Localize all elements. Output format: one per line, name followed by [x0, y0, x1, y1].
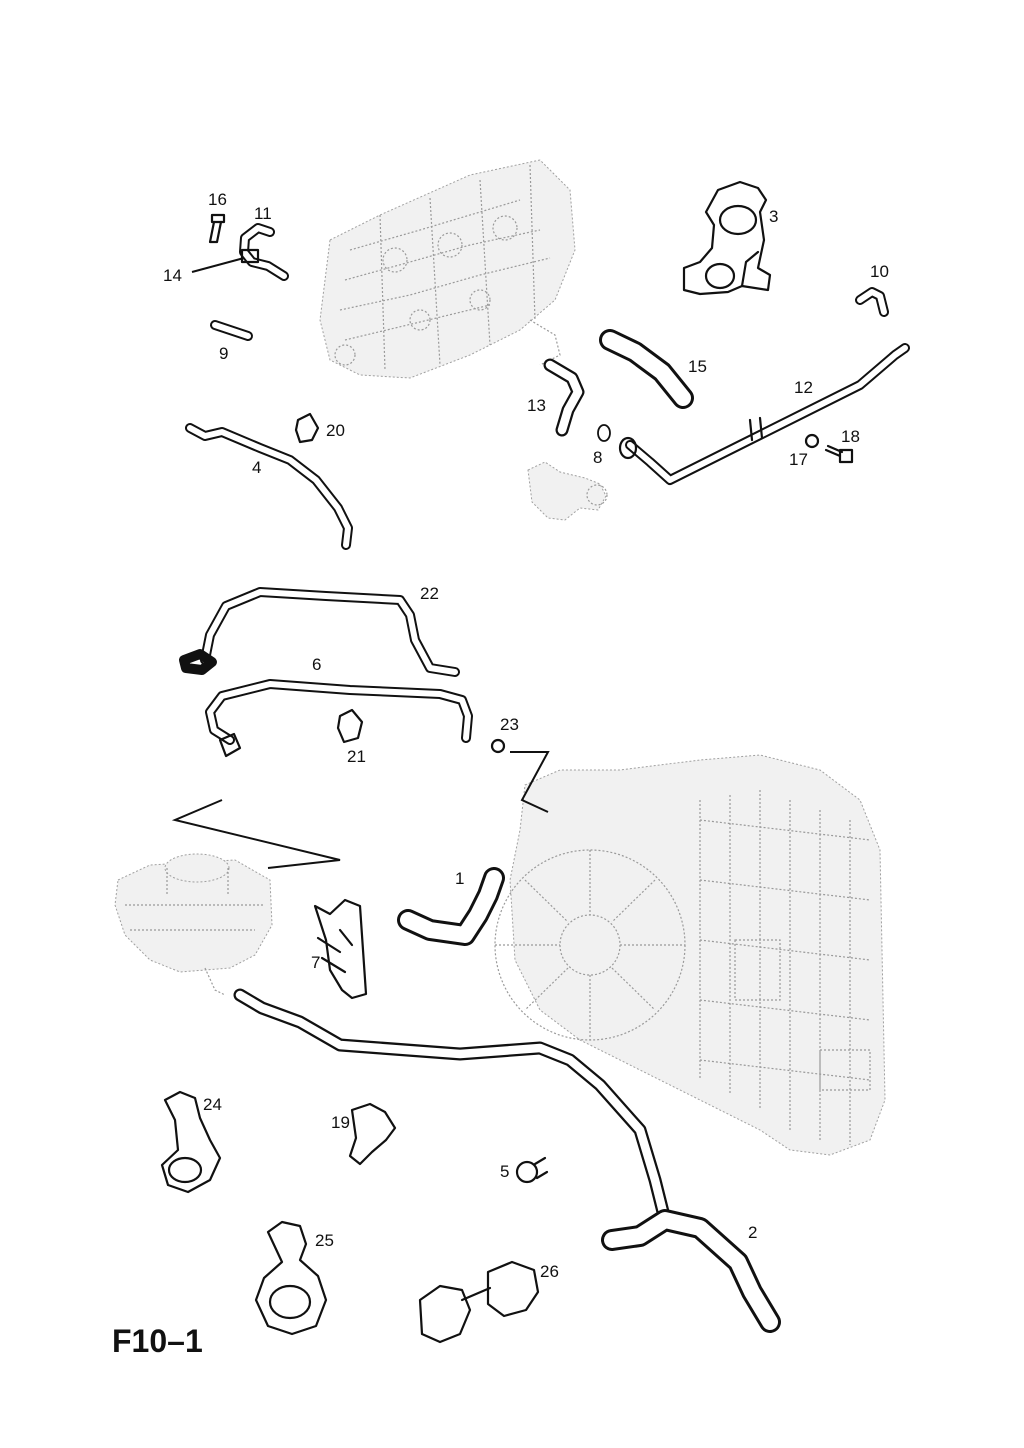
callout-23: 23 [500, 715, 519, 734]
callout-7: 7 [311, 953, 320, 972]
part-23-clip [490, 738, 506, 754]
callout-21: 21 [347, 747, 366, 766]
part-11-hose [239, 223, 289, 281]
callout-25: 25 [315, 1231, 334, 1250]
part-15-hose [599, 329, 694, 409]
expansion-tank-ghost [114, 853, 273, 996]
part-22-hose [179, 587, 460, 677]
callout-5: 5 [500, 1162, 509, 1181]
callout-1: 1 [455, 869, 464, 888]
callout-18: 18 [841, 427, 860, 446]
callout-15: 15 [688, 357, 707, 376]
callout-24: 24 [203, 1095, 222, 1114]
callout-20: 20 [326, 421, 345, 440]
callout-16: 16 [208, 190, 227, 209]
thermostat-housing-ghost [527, 461, 608, 521]
callout-10: 10 [870, 262, 889, 281]
part-9-hose [210, 320, 253, 341]
part-13-hose [543, 358, 585, 437]
callout-3: 3 [769, 207, 778, 226]
part-2-hose [233, 988, 781, 1333]
part-10-hose [855, 287, 889, 317]
part-19-clip [348, 1102, 397, 1166]
callout-19: 19 [331, 1113, 350, 1132]
part-18-bolt [824, 444, 854, 464]
part-17-washer [804, 433, 820, 449]
part-25-clamp [254, 1220, 328, 1336]
part-3-bracket [682, 180, 772, 296]
figure-label: F10–1 [112, 1323, 203, 1359]
part-16-bolt [208, 213, 226, 244]
part-7-bracket [313, 898, 368, 1000]
callout-13: 13 [527, 396, 546, 415]
part-20-clip [294, 412, 320, 444]
callout-4: 4 [252, 458, 261, 477]
part-8-oring [597, 424, 611, 442]
part-26-clamp [418, 1260, 540, 1344]
part-24-clamp [160, 1090, 222, 1194]
callout-22: 22 [420, 584, 439, 603]
callout-14: 14 [163, 266, 182, 285]
callout-12: 12 [794, 378, 813, 397]
radiator-fan-ghost [494, 754, 886, 1156]
part-4-hose [185, 423, 353, 550]
callout-8: 8 [593, 448, 602, 467]
leader-14 [191, 257, 245, 273]
part-1-hose [397, 867, 505, 946]
callout-2: 2 [748, 1223, 757, 1242]
callout-11: 11 [254, 204, 272, 223]
assembly-leader-lines [171, 751, 550, 869]
callout-17: 17 [789, 450, 808, 469]
engine-block-ghost [319, 159, 576, 379]
part-14-clamp [240, 248, 260, 264]
part-21-clip [336, 708, 364, 744]
part-12-pipe [618, 343, 910, 485]
callout-6: 6 [312, 655, 321, 674]
part-5-clamp [515, 1156, 549, 1184]
part-6-hose [205, 679, 473, 758]
callout-26: 26 [540, 1262, 559, 1281]
callout-9: 9 [219, 344, 228, 363]
